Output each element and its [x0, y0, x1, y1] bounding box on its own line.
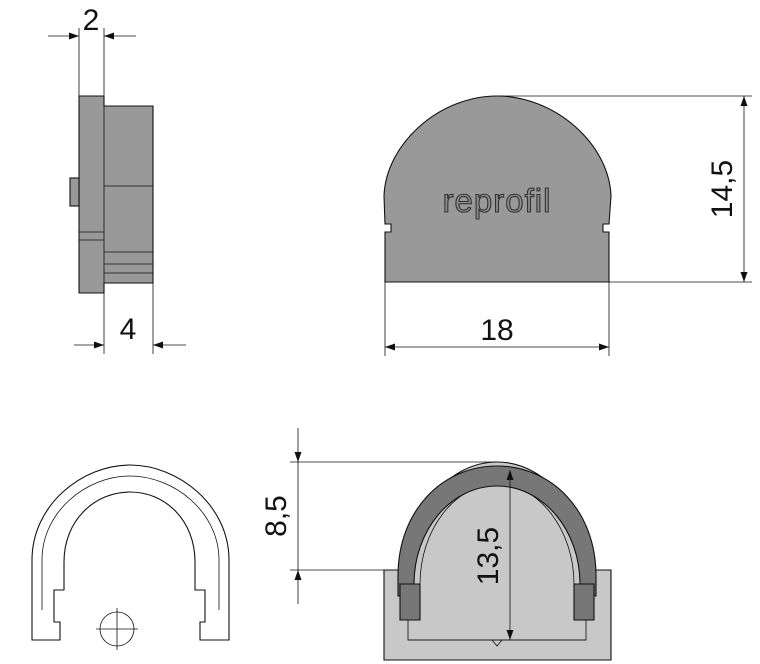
- dimension-profile-inner-label: 13,5: [472, 527, 505, 585]
- side-view: 2 4: [48, 4, 186, 354]
- logo-text: reprofil: [443, 182, 552, 219]
- front-view: reprofil 18 14,5: [383, 95, 752, 356]
- cap-outline-shape: [31, 464, 230, 641]
- dimension-side-top: 2: [48, 4, 136, 106]
- cap-outline-view: [31, 464, 230, 650]
- dimension-front-height: 14,5: [497, 95, 752, 283]
- profile-section-view: 8,5 13,5: [260, 428, 612, 661]
- dimension-front-height-label: 14,5: [706, 160, 739, 218]
- dimension-profile-inner: 13,5: [472, 470, 514, 640]
- dimension-profile-top-label: 8,5: [260, 495, 293, 537]
- dimension-front-width: 18: [384, 282, 610, 356]
- dimension-side-top-label: 2: [83, 4, 100, 37]
- dimension-side-bottom: 4: [74, 283, 186, 354]
- profile-clip-right: [573, 583, 595, 621]
- dimension-side-bottom-label: 4: [120, 313, 137, 346]
- dimension-profile-top: 8,5: [260, 428, 497, 604]
- profile-clip-left: [399, 583, 421, 621]
- side-view-body: [78, 95, 154, 294]
- dimension-front-width-label: 18: [480, 314, 513, 347]
- side-view-nub: [69, 177, 80, 207]
